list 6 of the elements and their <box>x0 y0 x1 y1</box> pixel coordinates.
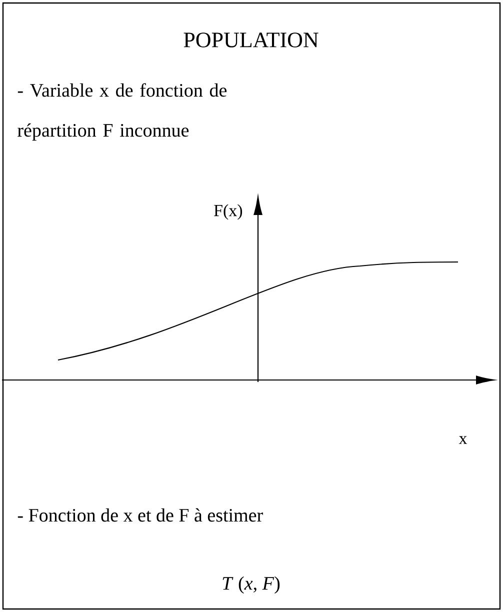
axis-label: x <box>458 436 468 444</box>
bullet-text: - Fonction de x et de F à estimer <box>18 508 263 522</box>
formula-text: T (x, F) <box>222 576 280 594</box>
box-heading: POPULATION <box>184 32 318 48</box>
bullet-text: - Variable x de fonction de répartition F inconnue <box>18 83 227 141</box>
axis-label: F(x) <box>214 204 242 220</box>
